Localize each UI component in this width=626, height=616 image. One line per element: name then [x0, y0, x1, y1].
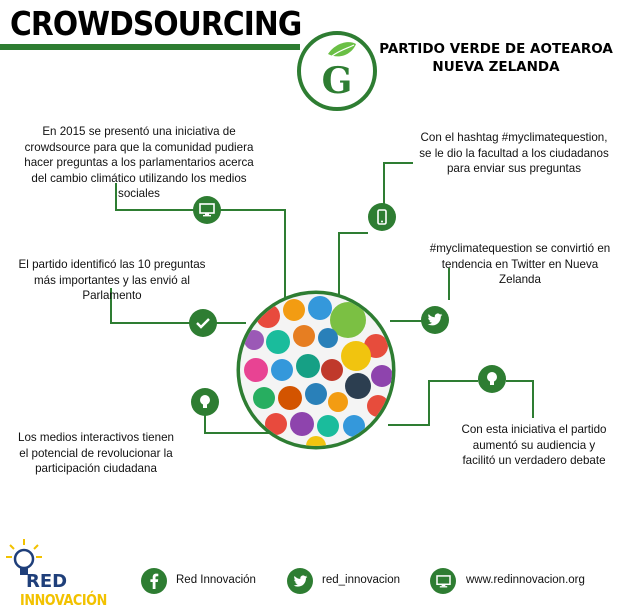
connector-line — [115, 209, 195, 211]
svg-text:G: G — [322, 60, 353, 102]
connector-line — [428, 380, 478, 382]
lightbulb-icon — [191, 388, 219, 416]
left-item-text: El partido identificó las 10 preguntas m… — [18, 258, 206, 302]
crowd-illustration — [236, 290, 396, 450]
header: CROWDSOURCING — [0, 0, 626, 50]
connector-line — [388, 424, 430, 426]
connector-line — [448, 268, 450, 300]
header-underline — [0, 44, 300, 50]
right-item-text: Con esta iniciativa el partido aumentó s… — [461, 423, 607, 467]
brand-logo: RED INNOVACIÓN — [4, 537, 122, 613]
bulb-logo-icon — [6, 539, 42, 575]
page-title: CROWDSOURCING — [10, 4, 302, 43]
connector-line — [428, 380, 430, 426]
connector-line — [284, 209, 286, 304]
twitter-icon[interactable] — [287, 568, 313, 594]
connector-line — [390, 320, 422, 322]
connector-line — [532, 380, 534, 418]
party-name: PARTIDO VERDE DE AOTEAROA NUEVA ZELANDA — [378, 40, 614, 76]
party-name-line2: NUEVA ZELANDA — [432, 59, 560, 75]
connector-line — [110, 322, 190, 324]
smartphone-icon — [368, 203, 396, 231]
connector-line — [204, 412, 206, 434]
connector-line — [216, 322, 246, 324]
lightbulb-icon — [478, 365, 506, 393]
connector-line — [383, 162, 385, 204]
connector-line — [338, 232, 368, 234]
connector-line — [338, 232, 340, 302]
facebook-link[interactable]: Red Innovación — [176, 574, 256, 586]
twitter-link[interactable]: red_innovacion — [322, 574, 401, 586]
left-item-text: Los medios interactivos tienen el potenc… — [18, 431, 174, 475]
monitor-icon — [193, 196, 221, 224]
party-name-line1: PARTIDO VERDE DE AOTEAROA — [379, 41, 613, 57]
website-link[interactable]: www.redinnovacion.org — [466, 574, 585, 586]
party-logo: G — [297, 31, 377, 111]
connector-line — [220, 209, 286, 211]
connector-line — [204, 432, 274, 434]
connector-line — [506, 380, 534, 382]
right-item-text: Con el hashtag #myclimatequestion, se le… — [419, 131, 609, 175]
facebook-icon[interactable] — [141, 568, 167, 594]
left-item-text: En 2015 se presentó una iniciativa de cr… — [24, 125, 254, 200]
brand-line1: RED — [26, 571, 68, 592]
twitter-icon — [421, 306, 449, 334]
right-item-text: #myclimatequestion se convirtió en tende… — [429, 242, 611, 286]
brand-line2: INNOVACIÓN — [20, 591, 107, 609]
monitor-icon[interactable] — [430, 568, 456, 594]
connector-line — [383, 162, 413, 164]
check-icon — [189, 309, 217, 337]
connector-line — [110, 288, 112, 324]
connector-line — [115, 183, 117, 211]
